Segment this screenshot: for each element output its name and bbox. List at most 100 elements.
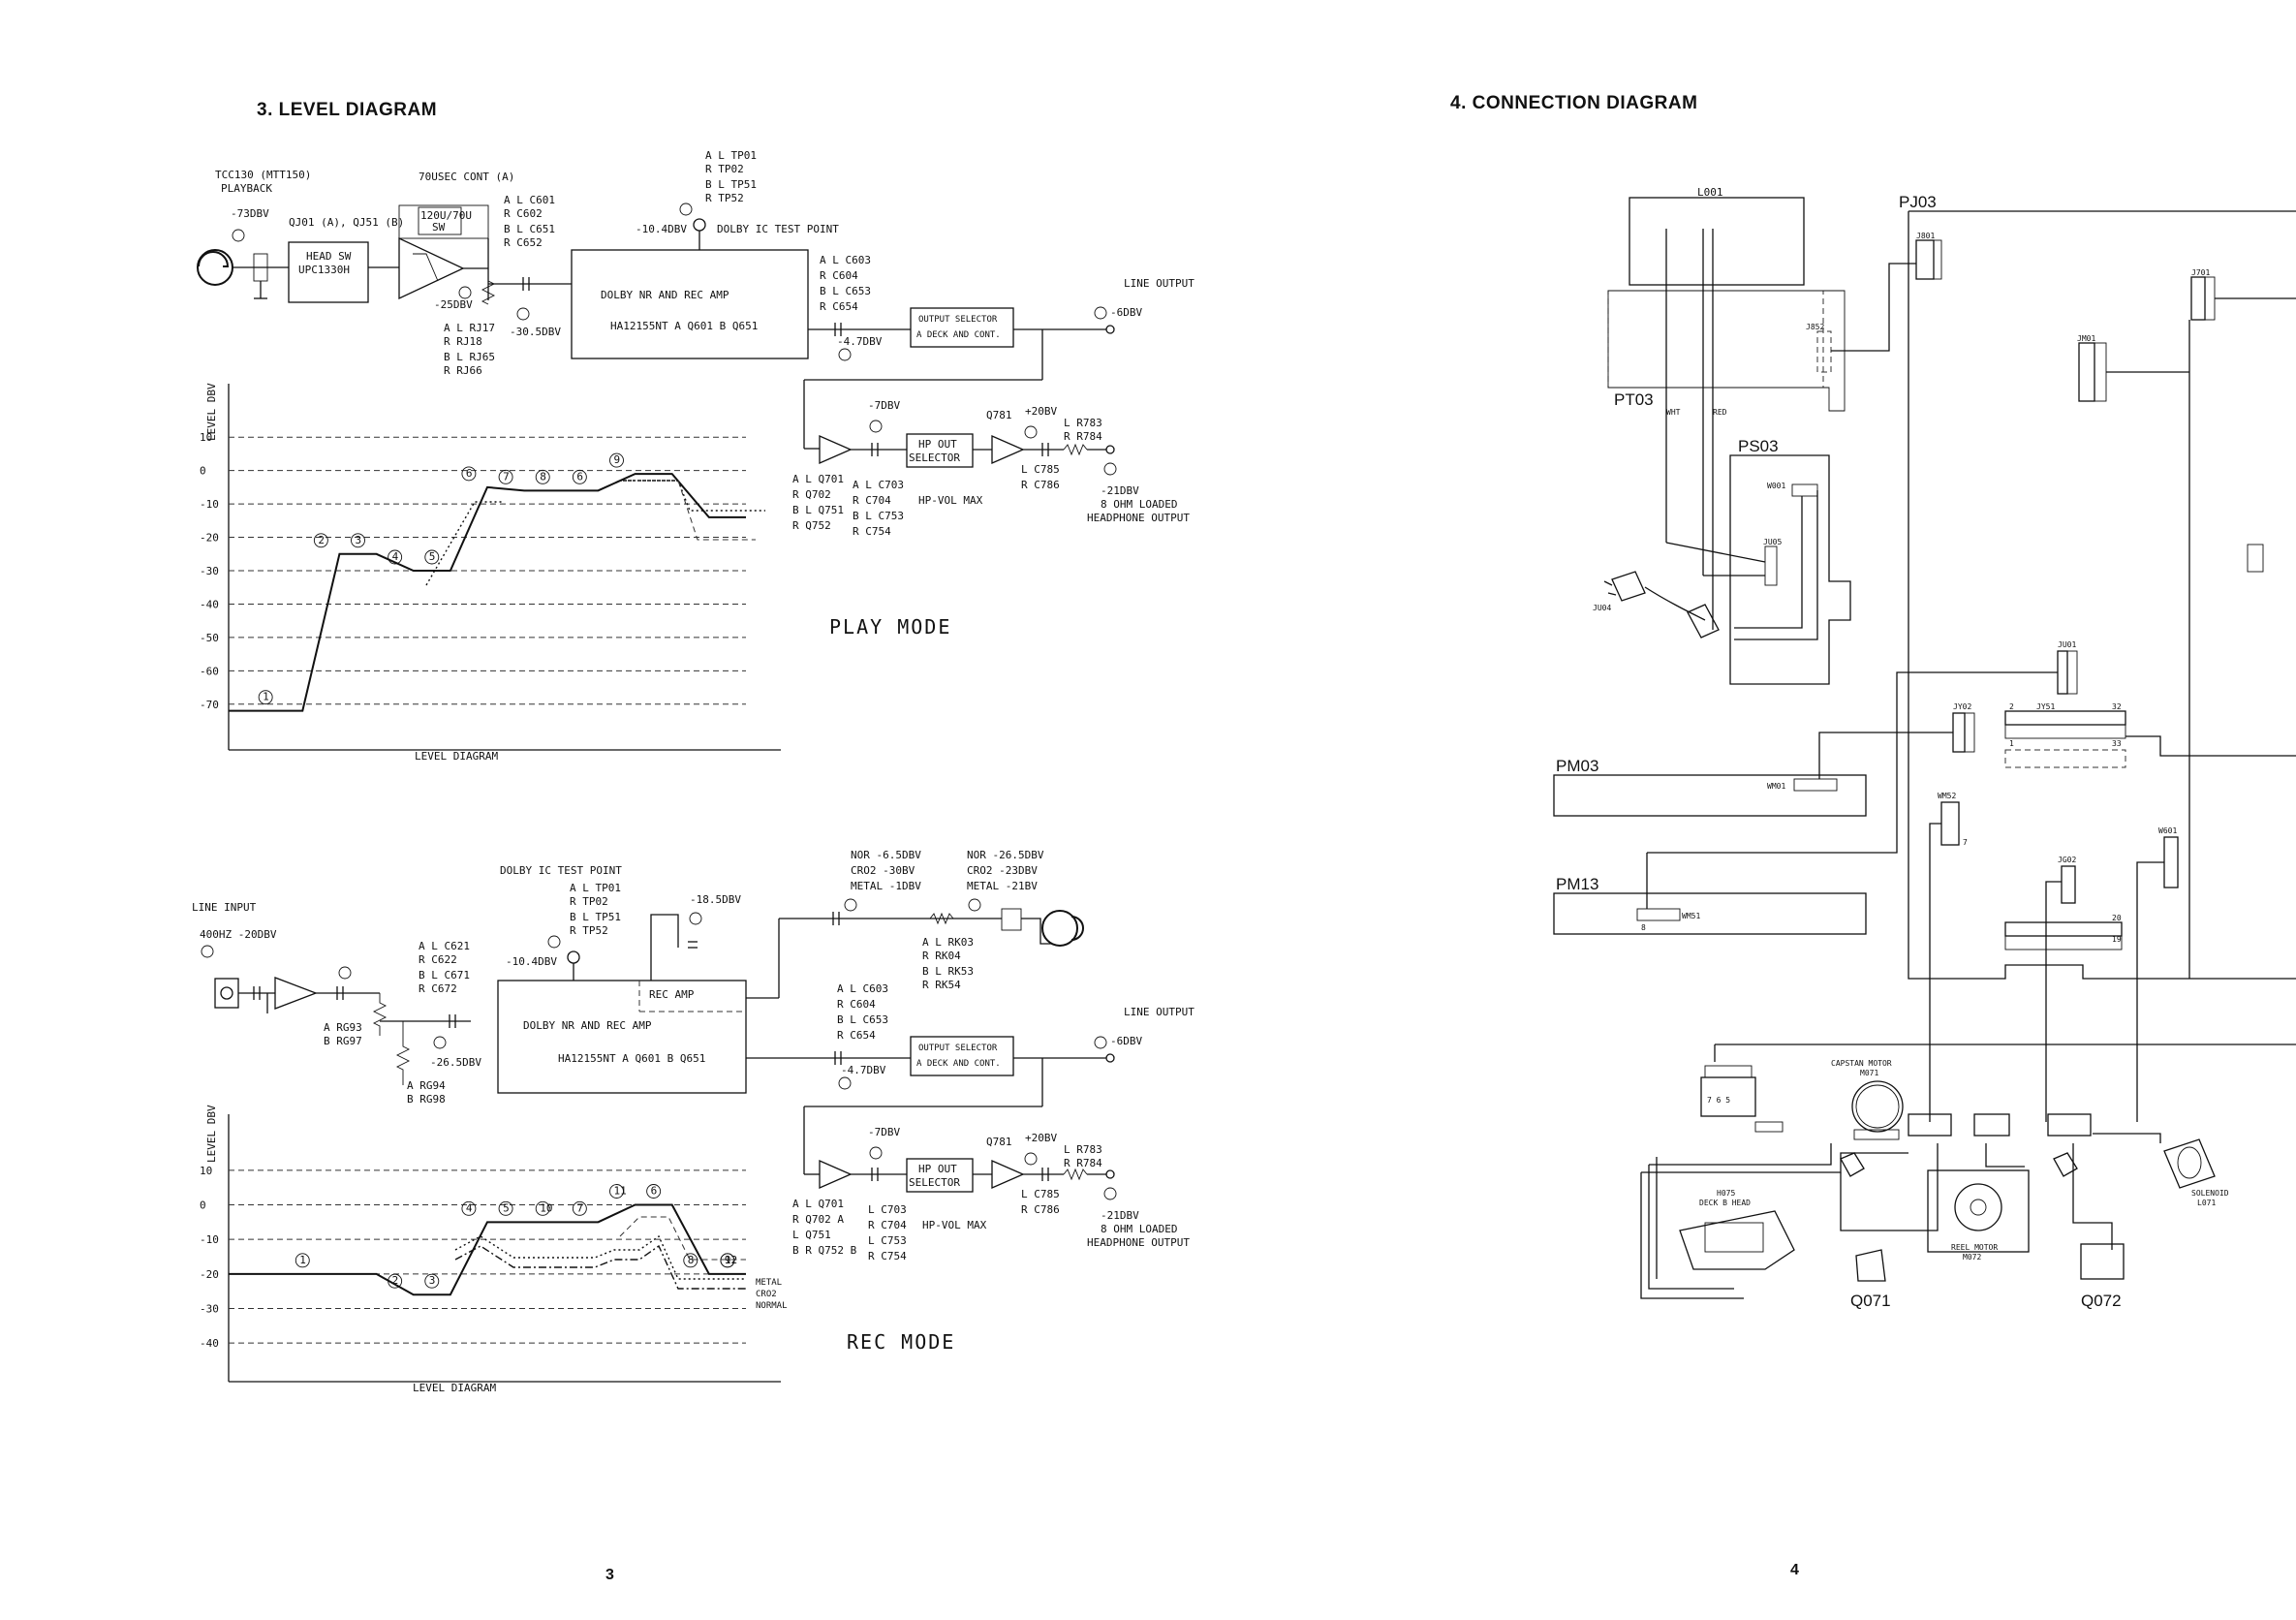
rec-q701-1: R Q702 A [792, 1213, 844, 1226]
marker-circle [720, 1253, 735, 1268]
play-c785-0: L C785 [1021, 463, 1060, 476]
pj03-label: PJ03 [1899, 193, 1937, 211]
rec-c703-1: R C704 [868, 1219, 907, 1231]
rec-cout-0: A L C603 [837, 982, 888, 995]
pm13-board [1553, 892, 1867, 935]
marker-label: 4 [392, 550, 399, 563]
marker-label: 7 [576, 1201, 583, 1214]
rec-chart-ylabel: LEVEL DBV [205, 1105, 218, 1163]
play-c601-1: R C602 [504, 207, 543, 220]
marker-circle [424, 1273, 440, 1289]
pm03-label: PM03 [1556, 757, 1598, 775]
rec-rk-3: R RK54 [922, 979, 961, 991]
series-line [229, 473, 746, 712]
play-c703-1: R C704 [853, 494, 891, 507]
q072-sensor-icon [2080, 1243, 2125, 1280]
level-diagram-heading: 3. LEVEL DIAGRAM [257, 100, 438, 120]
rec-level-7: -7DBV [868, 1126, 900, 1138]
jy51-label: WM51 [1682, 912, 1700, 920]
rec-mode-label: REC MODE [847, 1330, 955, 1354]
y-tick-label: -40 [200, 1337, 219, 1350]
rec-q701-2: L Q751 [792, 1229, 831, 1241]
marker-circle [572, 1200, 587, 1216]
connection-diagram-heading: 4. CONNECTION DIAGRAM [1450, 93, 1698, 113]
j701-connector [2190, 276, 2206, 321]
reel-motor-icon [1927, 1169, 2030, 1253]
wm51-label: JG02 [2058, 856, 2076, 864]
play-chart-ylabel: LEVEL DBV [205, 383, 218, 441]
play-amp-triangle [398, 236, 465, 300]
wm01-pin-7: 7 [1963, 838, 1968, 847]
solenoid-id: L071 [2197, 1199, 2216, 1207]
rec-nor1-0: NOR -6.5DBV [851, 849, 921, 861]
play-c703-2: B L C753 [853, 510, 904, 522]
w001-label: JU04 [1593, 604, 1611, 612]
rec-hp-output: HEADPHONE OUTPUT [1087, 1236, 1190, 1249]
ju04-connector [1952, 712, 1966, 753]
ps03-label: PS03 [1738, 437, 1779, 455]
marker-label: 9 [614, 453, 621, 466]
rec-rk-2: B L RK53 [922, 965, 974, 978]
rec-tp-2: B L TP51 [570, 911, 621, 923]
marker-label: 1 [263, 691, 269, 703]
marker-label: 7 [503, 470, 510, 483]
rec-chart-series [229, 1203, 746, 1296]
rec-nor1-1: CRO2 -30BV [851, 864, 915, 877]
page-number-left: 3 [605, 1567, 614, 1583]
marker-circle [498, 469, 513, 484]
play-hp-selector [906, 433, 974, 468]
play-source-level: -73DBV [231, 207, 269, 220]
page-number-right: 4 [1790, 1562, 1799, 1578]
us-sw-label: 120U/70U [420, 209, 472, 222]
rec-tp-1: R TP02 [570, 895, 608, 908]
marker-label: 4 [466, 1201, 473, 1214]
wire-red: RED [1713, 408, 1727, 417]
marker-circle [609, 1184, 624, 1199]
play-test-point: DOLBY IC TEST POINT [717, 223, 839, 235]
j851-label: W001 [1767, 482, 1785, 490]
ju05-label: JU01 [2058, 640, 2076, 649]
rec-dotted-path [454, 1234, 746, 1280]
reel-motor-label: REEL MOTOR [1951, 1243, 1998, 1252]
rec-dolby-chip: HA12155NT A Q601 B Q651 [558, 1052, 705, 1065]
play-c601-0: A L C601 [504, 194, 555, 206]
head-sw-chip: UPC1330H [298, 264, 350, 276]
y-tick-label: -10 [200, 1233, 219, 1246]
play-dotted-path [620, 480, 765, 512]
rec-rg94-0: A RG94 [407, 1079, 446, 1092]
play-rj-3: R RJ66 [444, 364, 482, 377]
marker-circle [609, 452, 624, 468]
ju01-connector [2004, 710, 2126, 726]
rec-dolby-box [497, 980, 747, 1094]
play-hpvol: HP-VOL MAX [918, 494, 983, 507]
power-plug-icon [1611, 571, 1646, 602]
rec-tp-0: A L TP01 [570, 882, 621, 894]
play-hp-label2: SELECTOR [909, 452, 960, 464]
rec-tape-cro2: CRO2 [756, 1290, 777, 1299]
play-c703-3: R C754 [853, 525, 891, 538]
rec-cout-2: B L C653 [837, 1013, 888, 1026]
play-tp-1: R TP02 [705, 163, 744, 175]
rec-nor1-2: METAL -1DBV [851, 880, 921, 892]
marker-circle [388, 549, 403, 565]
rec-rk-0: A L RK03 [922, 936, 974, 949]
q071-sensor-icon [1855, 1249, 1886, 1282]
marker-label: 6 [651, 1185, 658, 1198]
marker-circle [646, 1184, 662, 1199]
rec-amp-label: REC AMP [649, 988, 695, 1001]
wire-wht: WHT [1666, 408, 1681, 417]
marker-circle [258, 690, 273, 705]
j701-label: J701 [2191, 268, 2210, 277]
y-tick-label: -30 [200, 565, 219, 577]
rec-q781: Q781 [986, 1136, 1012, 1148]
y-tick-label: -20 [200, 532, 219, 545]
us-cont-label: 70USEC CONT (A) [419, 171, 514, 183]
play-level-7: -7DBV [868, 399, 900, 412]
play-dashed-path [677, 480, 756, 541]
rec-nor2-2: METAL -21BV [967, 880, 1038, 892]
ju01-pin-1: 1 [2009, 739, 2014, 748]
y-tick-label: -30 [200, 1303, 219, 1316]
